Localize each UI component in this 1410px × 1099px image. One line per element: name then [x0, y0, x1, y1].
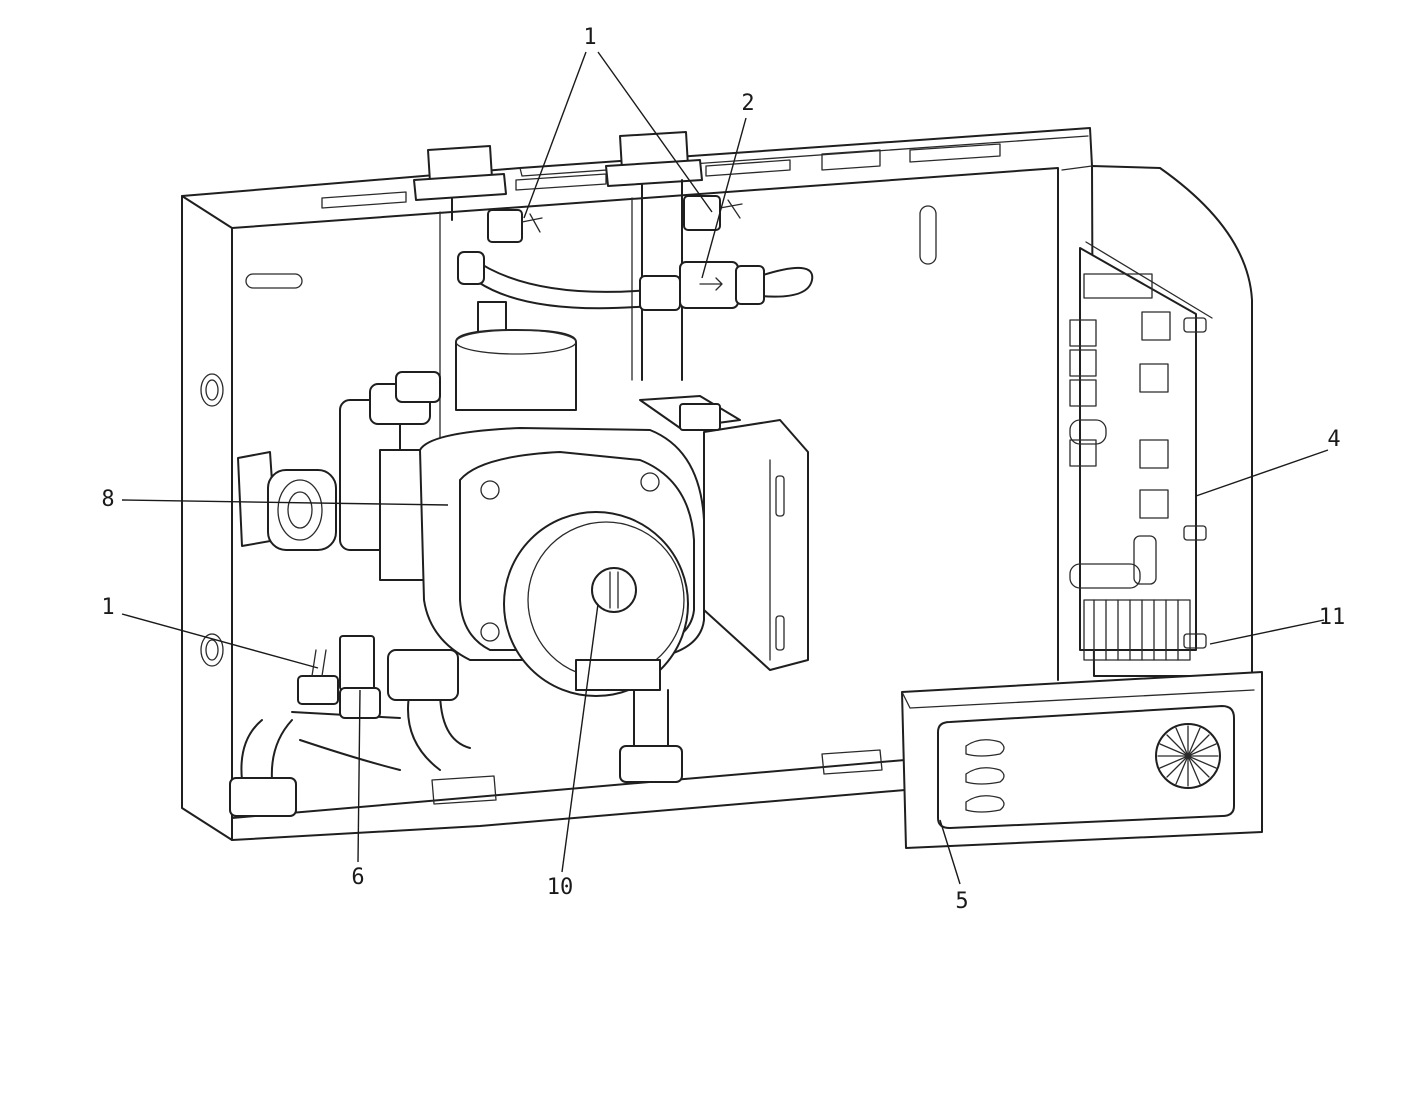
leader-10 — [561, 603, 599, 873]
leader-8 — [121, 499, 449, 506]
leader-4 — [1195, 449, 1329, 497]
circulation-pump — [419, 395, 809, 697]
callout-11: 11 — [1319, 605, 1346, 630]
leader-1-top-a — [523, 51, 587, 219]
electronic-board — [1069, 241, 1213, 661]
callout-1-top: 1 — [583, 25, 596, 50]
leader-2 — [701, 117, 747, 279]
bypass-pipe — [457, 251, 814, 311]
leader-5 — [939, 819, 961, 885]
callout-4: 4 — [1327, 427, 1340, 452]
valve-block — [237, 371, 441, 581]
callout-10: 10 — [547, 875, 574, 900]
leader-1-left — [121, 613, 319, 669]
leader-11 — [1209, 619, 1325, 645]
leader-1-top-b — [597, 51, 713, 213]
control-panel — [901, 671, 1263, 849]
lower-pipework — [229, 635, 683, 817]
callout-8: 8 — [101, 487, 114, 512]
top-fittings — [413, 131, 743, 381]
callout-2: 2 — [741, 91, 754, 116]
air-vent — [455, 301, 577, 411]
leader-lines — [121, 51, 1329, 885]
callout-6: 6 — [351, 865, 364, 890]
callout-5: 5 — [955, 889, 968, 914]
callout-1-left: 1 — [101, 595, 114, 620]
callout-labels: 1 2 4 8 1 11 6 10 5 — [101, 25, 1345, 914]
leader-6 — [357, 689, 361, 863]
